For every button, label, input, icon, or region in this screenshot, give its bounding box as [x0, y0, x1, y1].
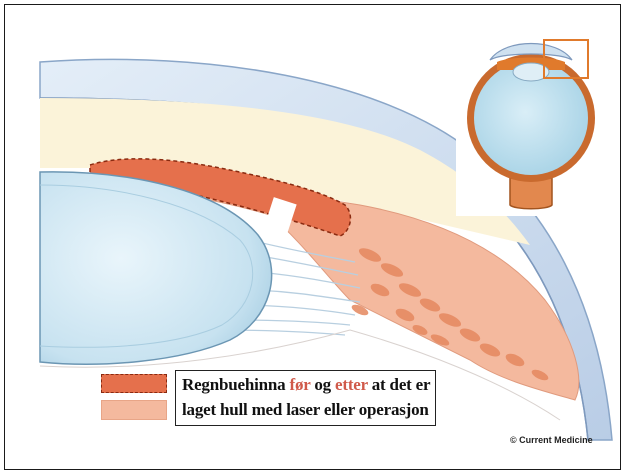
legend-text-og: og [314, 375, 331, 394]
legend-text-after: etter [335, 375, 368, 394]
legend-box: Regnbuehinna før og etter at det er lage… [175, 370, 436, 426]
legend-swatch-iris-before [101, 374, 167, 393]
inset-eye-diagram [456, 20, 606, 216]
legend-line-2: laget hull med laser eller operasjon [182, 400, 429, 420]
legend-text-start: Regnbuehinna [182, 375, 285, 394]
legend-line-1: Regnbuehinna før og etter at det er [182, 375, 430, 395]
copyright-credit: © Current Medicine [510, 435, 593, 445]
legend-swatch-iris-after [101, 400, 167, 420]
legend-text-before: før [289, 375, 310, 394]
legend-text-end: at det er [372, 375, 431, 394]
